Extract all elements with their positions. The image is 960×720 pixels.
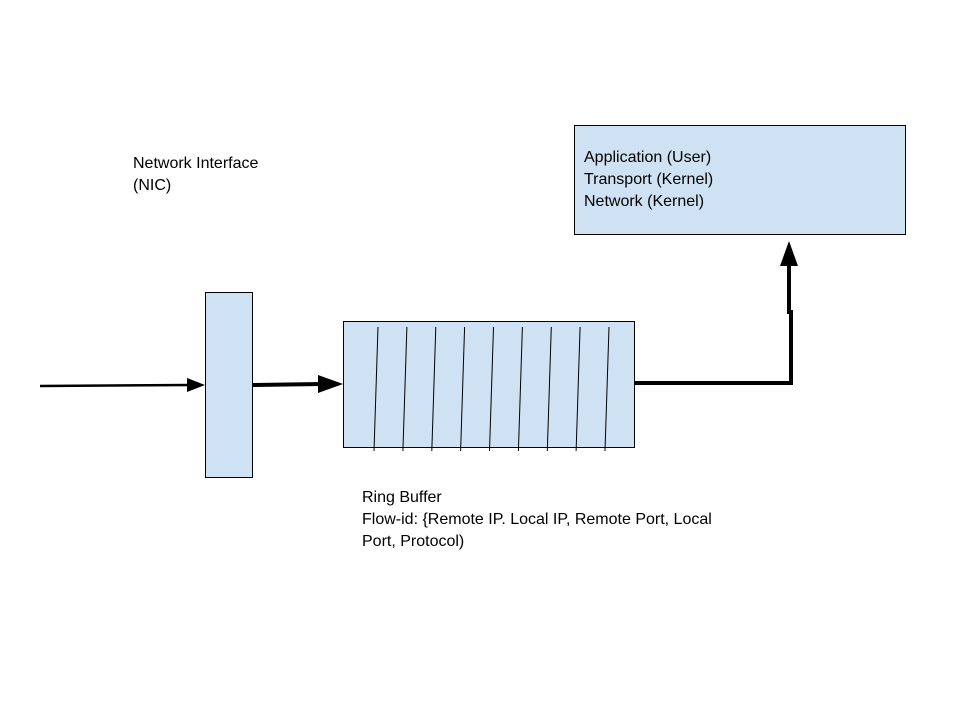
nic-label: Network Interface (NIC): [133, 155, 259, 194]
ring-buffer-slot-divider: [431, 326, 437, 452]
ring-buffer: [343, 321, 635, 452]
ring-buffer-slot-divider: [460, 326, 466, 452]
ring-buffer-slots: [373, 326, 610, 452]
ring-buffer-box: [343, 321, 635, 448]
ring-buffer-slot-divider: [373, 326, 379, 452]
ring-buffer-slot-divider: [604, 326, 610, 452]
protocol-stack-box: [574, 125, 906, 235]
nic-to-buffer-arrow: [252, 375, 343, 393]
buffer-to-stack-arrow: [635, 241, 798, 385]
nic-box: [205, 292, 253, 478]
protocol-stack-layers: Application (User) Transport (Kernel) Ne…: [584, 149, 714, 210]
ring-buffer-slot-divider: [402, 326, 408, 452]
ring-buffer-label: Ring Buffer Flow-id: {Remote IP. Local I…: [362, 489, 712, 550]
ring-buffer-slot-divider: [546, 326, 552, 452]
ring-buffer-slot-divider: [575, 326, 581, 452]
ring-buffer-slot-divider: [489, 326, 494, 452]
incoming-arrow: [39, 378, 205, 392]
ring-buffer-slot-divider: [517, 326, 523, 452]
